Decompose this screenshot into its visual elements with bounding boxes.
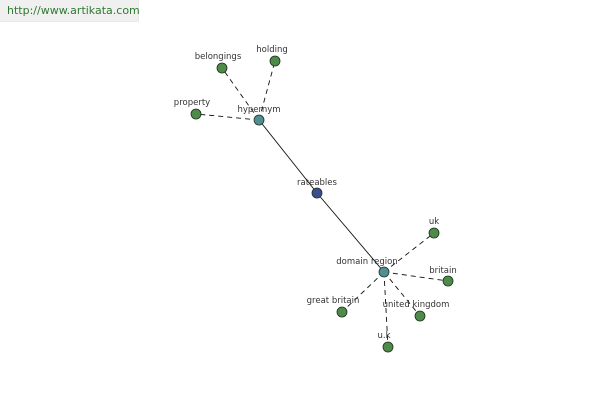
labels-layer: hypernym belongings holding property domain … <box>174 45 457 341</box>
edge-rateables-hypernym <box>258 119 318 194</box>
node-label-britain[interactable]: britain <box>429 266 457 276</box>
node-label-united-kingdom[interactable]: united kingdom <box>383 300 450 310</box>
center-node-rateables[interactable] <box>311 187 323 199</box>
edges-layer <box>195 60 449 348</box>
leaf-node-holding[interactable] <box>269 55 281 67</box>
hub-node-domain-region[interactable] <box>378 266 390 278</box>
edge-domain-region-united-kingdom <box>383 271 421 317</box>
edge-domain-region-uk <box>383 232 435 273</box>
node-label-rateables[interactable]: rateables <box>297 178 337 188</box>
edge-domain-region-great-britain <box>341 271 385 313</box>
node-label-domain-region[interactable]: domain region <box>336 257 397 267</box>
edge-rateables-domain-region <box>316 192 385 273</box>
node-label-hypernym[interactable]: hypernym <box>237 105 280 115</box>
node-label-great-britain[interactable]: great britain <box>307 296 360 306</box>
edge-hypernym-property <box>195 113 260 121</box>
leaf-node-britain[interactable] <box>442 275 454 287</box>
leaf-node-property[interactable] <box>190 108 202 120</box>
leaf-node-uk[interactable] <box>428 227 440 239</box>
edge-domain-region-u-k <box>383 271 389 348</box>
leaf-node-belongings[interactable] <box>216 62 228 74</box>
leaf-node-united-kingdom[interactable] <box>414 310 426 322</box>
leaf-node-great-britain[interactable] <box>336 306 348 318</box>
nodes-layer <box>190 55 454 353</box>
node-label-holding[interactable]: holding <box>256 45 288 55</box>
artikata-url-link[interactable]: http://www.artikata.com <box>0 0 140 22</box>
leaf-node-u-k[interactable] <box>382 341 394 353</box>
node-label-property[interactable]: property <box>174 98 210 108</box>
edge-domain-region-britain <box>383 271 449 282</box>
edge-hypernym-belongings <box>221 67 260 121</box>
hub-node-hypernym[interactable] <box>253 114 265 126</box>
node-label-uk[interactable]: uk <box>429 217 439 227</box>
node-label-belongings[interactable]: belongings <box>195 52 242 62</box>
node-label-u-k[interactable]: u.k <box>377 331 390 341</box>
edge-hypernym-holding <box>258 60 276 121</box>
